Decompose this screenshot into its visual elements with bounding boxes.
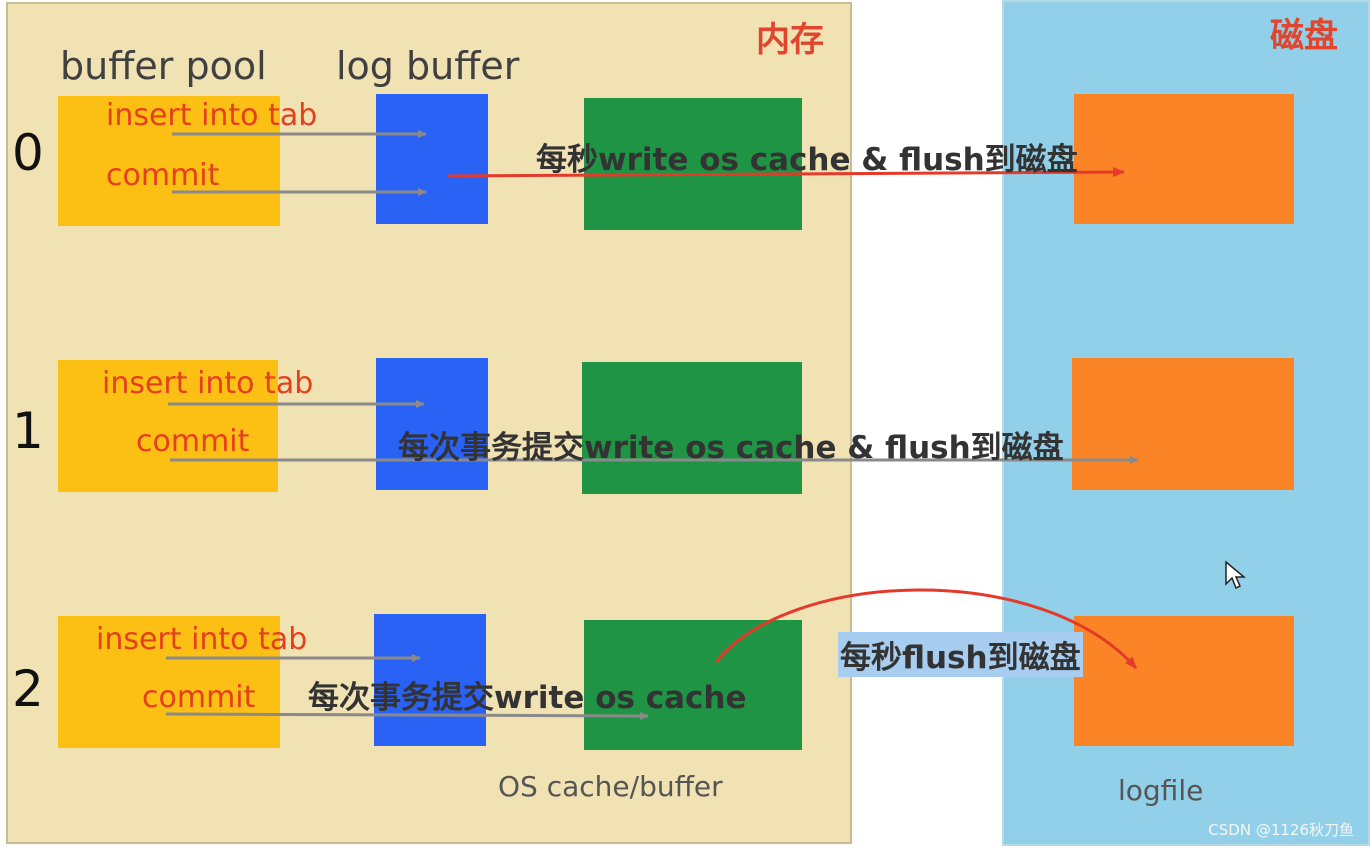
logfile-box-0 [1074,94,1294,224]
logfile-box-2 [1074,616,1294,746]
disk-label: 磁盘 [1270,16,1338,56]
os-cache-box-1 [582,362,802,494]
buffer-pool-box-1 [58,360,278,492]
memory-label: 内存 [756,20,824,60]
commit-label-0: commit [106,158,220,193]
log-buffer-heading: log buffer [336,44,520,88]
log-buffer-box-1 [376,358,488,490]
caption-mode-2-write: 每次事务提交write os cache [308,680,747,716]
buffer-pool-box-2 [58,616,280,748]
mode-1-label: 1 [12,402,44,460]
logfile-heading: logfile [1118,774,1204,807]
os-cache-heading: OS cache/buffer [498,770,723,803]
insert-label-2: insert into tab [96,622,308,657]
insert-label-1: insert into tab [102,366,314,401]
os-cache-box-0 [584,98,802,230]
logfile-box-1 [1072,358,1294,490]
caption-mode-2-flush: 每秒flush到磁盘 [838,632,1083,677]
mode-2-label: 2 [12,660,44,718]
caption-mode-0: 每秒write os cache & flush到磁盘 [536,142,1078,178]
buffer-pool-heading: buffer pool [60,44,267,88]
caption-mode-1: 每次事务提交write os cache & flush到磁盘 [398,430,1064,466]
mouse-pointer-icon [1224,560,1247,594]
log-buffer-box-0 [376,94,488,224]
commit-label-1: commit [136,424,250,459]
mode-0-label: 0 [12,124,44,182]
commit-label-2: commit [142,680,256,715]
log-buffer-box-2 [374,614,486,746]
watermark: CSDN @1126秋刀鱼 [1208,821,1354,839]
buffer-pool-box-0 [58,96,280,226]
insert-label-0: insert into tab [106,98,318,133]
